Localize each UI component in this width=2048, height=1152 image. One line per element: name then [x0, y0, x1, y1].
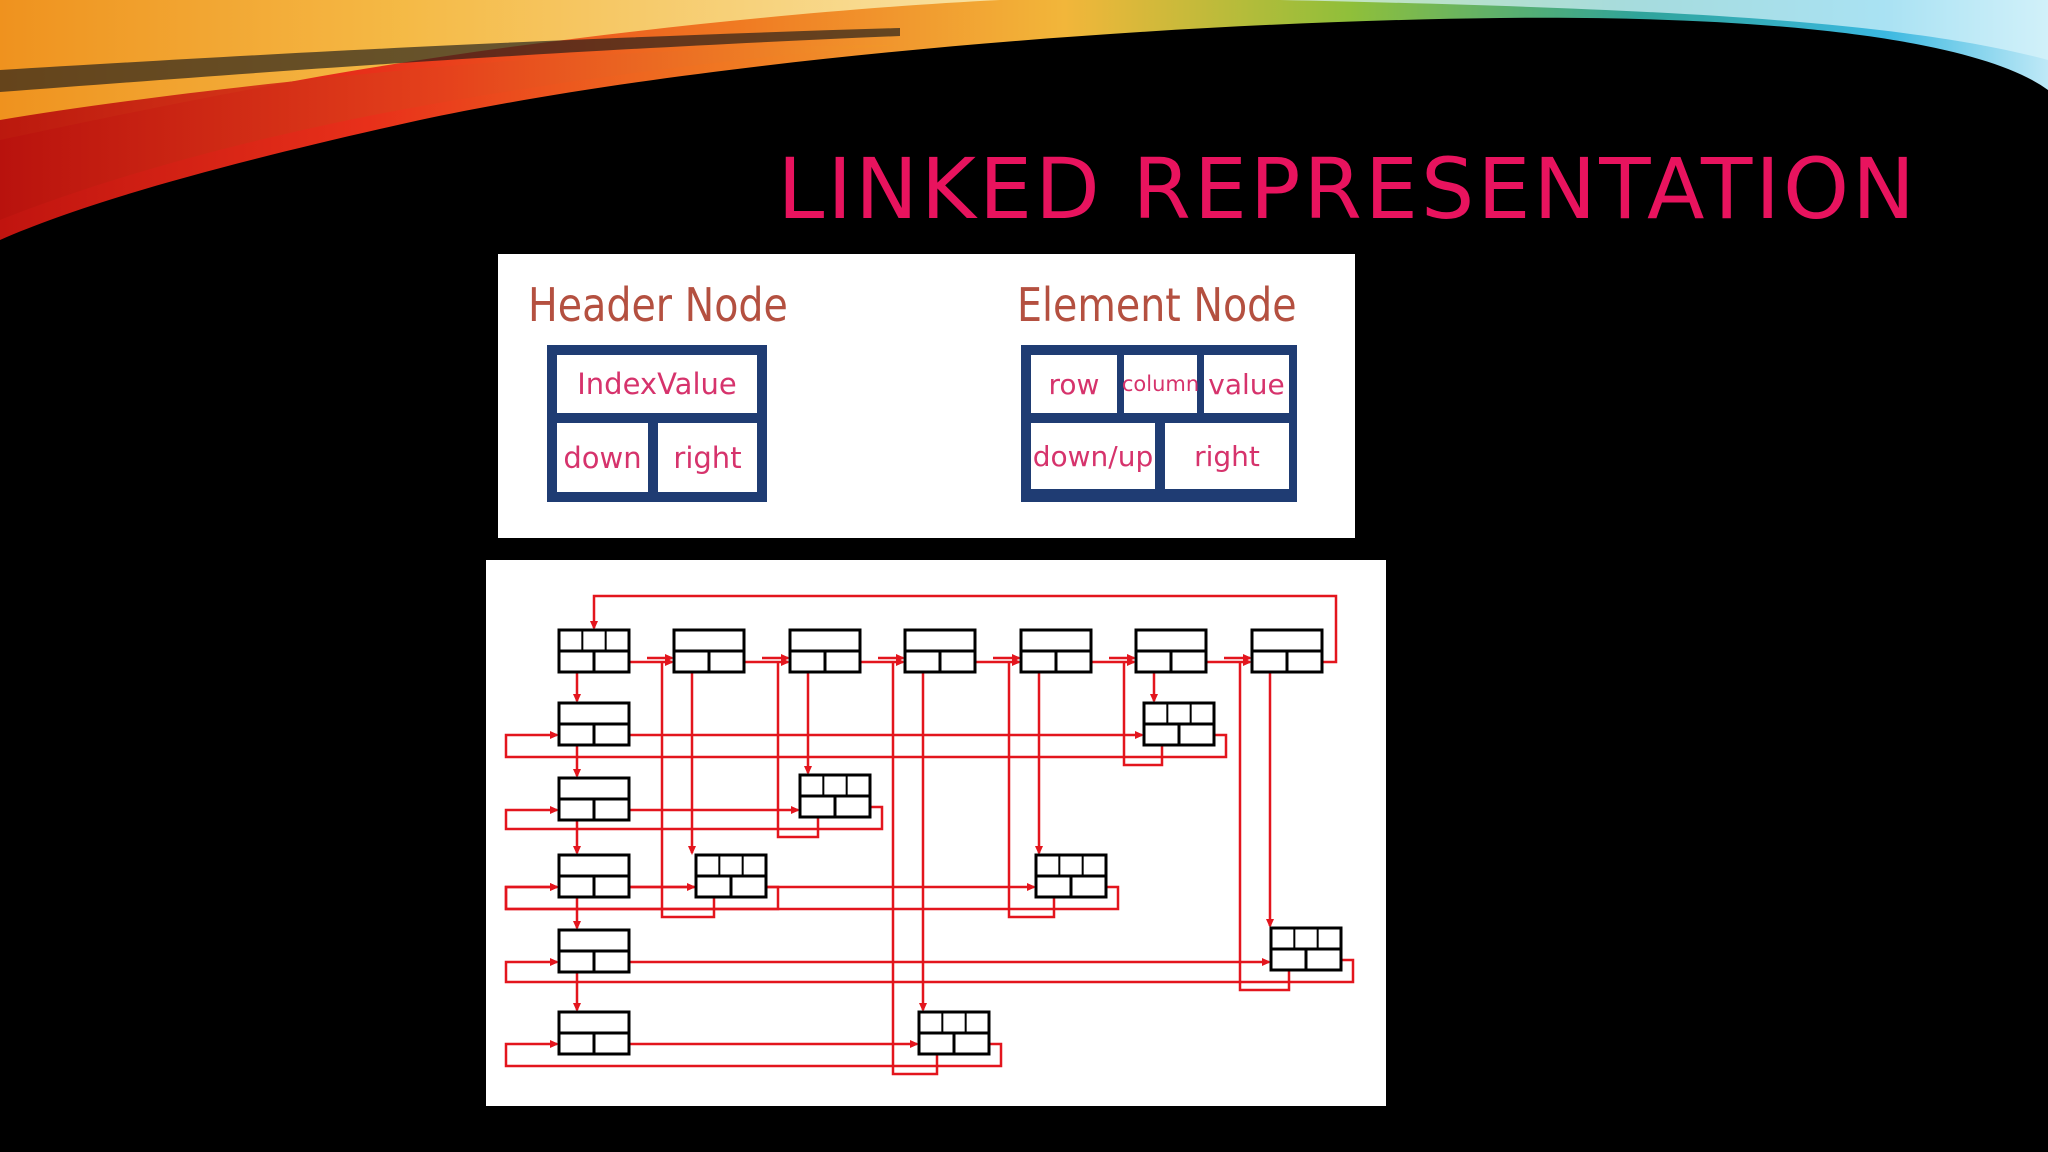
- decorative-swoosh-banner: [0, 0, 2048, 240]
- element-node-r3-c4: [1034, 853, 1108, 899]
- col-wrap-arrow-3: [1007, 662, 1056, 919]
- row-field: row: [1031, 355, 1117, 413]
- row-header-node-1: [557, 701, 631, 747]
- element-node-r5-c3: [917, 1010, 991, 1056]
- down-up-field: down/up: [1031, 423, 1155, 489]
- row-wrap-arrow-1: [504, 805, 884, 831]
- col-wrap-arrow-0: [1122, 662, 1164, 767]
- col-wrap-arrow-1: [776, 662, 820, 839]
- element-right-field: right: [1165, 423, 1289, 489]
- column-wrap-arrow: [590, 594, 1338, 664]
- column-header-node-3: [903, 628, 977, 674]
- row-wrap-arrow-4: [504, 958, 1355, 984]
- linked-list-diagram-panel: [486, 560, 1386, 1106]
- column-header-node-4: [1019, 628, 1093, 674]
- indexvalue-field: IndexValue: [557, 355, 757, 413]
- header-node-title: Header Node: [528, 278, 788, 332]
- element-node-r4-c6: [1269, 926, 1343, 972]
- column-header-node-6: [1250, 628, 1324, 674]
- element-node-diagram: row column value down/up right: [1021, 345, 1297, 502]
- row-header-node-4: [557, 928, 631, 974]
- element-node-title: Element Node: [1017, 278, 1297, 332]
- down-field: down: [557, 423, 648, 492]
- col-wrap-arrow-2: [660, 662, 716, 919]
- row-header-node-5: [557, 1010, 631, 1056]
- element-node-r1-c5: [1142, 701, 1216, 747]
- header-node-diagram: IndexValue down right: [547, 345, 767, 502]
- col-wrap-arrow-5: [891, 662, 939, 1076]
- row-wrap-arrow-5: [504, 1040, 1003, 1068]
- col-wrap-arrow-4: [1238, 662, 1291, 992]
- column-header-node-2: [788, 628, 862, 674]
- sparse-matrix-linked-diagram: [504, 594, 1355, 1076]
- column-header-node-1: [672, 628, 746, 674]
- element-node-r2-c2: [798, 773, 872, 819]
- row-wrap-arrow-0: [504, 731, 1228, 759]
- right-field: right: [658, 423, 757, 492]
- slide-title: LINKED REPRESENTATION: [777, 140, 1918, 238]
- value-field: value: [1204, 355, 1289, 413]
- row-header-node-3: [557, 853, 631, 899]
- master-header-node: [557, 628, 631, 674]
- column-header-node-5: [1134, 628, 1208, 674]
- row-header-node-2: [557, 776, 631, 822]
- element-node-r3-c1: [694, 853, 768, 899]
- column-field: column: [1122, 355, 1199, 413]
- row-wrap-arrow-3: [504, 883, 1120, 911]
- node-legend-panel: Header Node IndexValue down right Elemen…: [498, 254, 1355, 538]
